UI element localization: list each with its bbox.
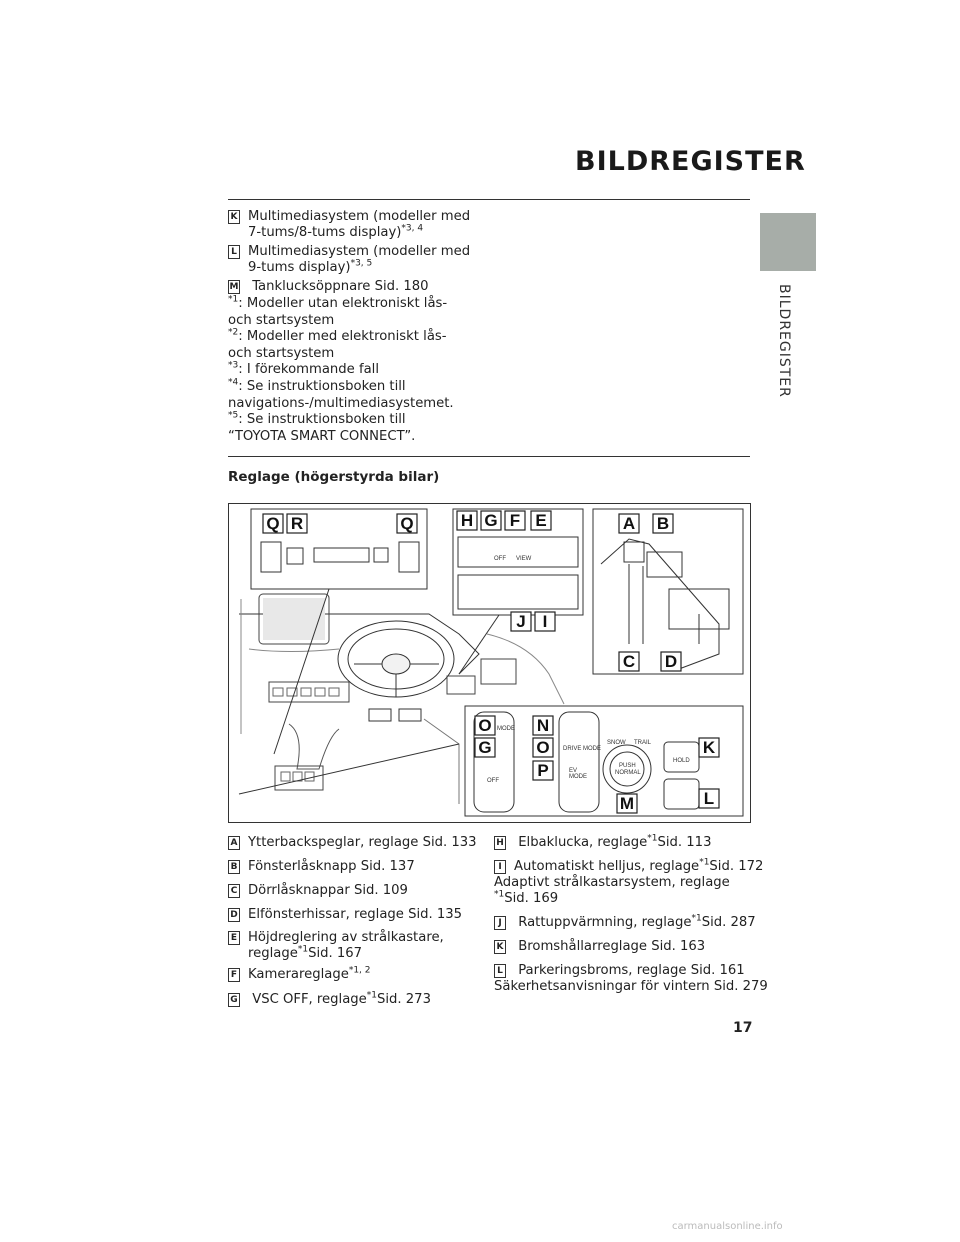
callout-letter: H (461, 511, 473, 530)
list-item: K Bromshållarreglage Sid. 163 (494, 939, 705, 955)
callout-box (286, 513, 308, 534)
list-item: J Rattuppvärmning, reglage*1Sid. 287 (494, 914, 756, 931)
letter-badge: K (494, 940, 506, 954)
callout-box (532, 760, 554, 781)
panel-drive-mode-label: DRIVE MODE (477, 726, 515, 732)
callout-letter: G (478, 738, 491, 757)
callout-letter: E (535, 511, 546, 530)
callout-box (510, 611, 532, 632)
panel-hold-label: HOLD (673, 758, 690, 764)
callout-box (618, 513, 640, 534)
callout-letter: G (484, 511, 497, 530)
callout-letter: J (516, 612, 525, 631)
panel-ev-label: EV (569, 768, 577, 774)
callout-box (530, 510, 552, 531)
callout-letter: C (623, 652, 635, 671)
callout-box (698, 788, 720, 809)
letter-badge: B (228, 860, 240, 874)
callout-letter: K (703, 738, 716, 757)
letter-badge: C (228, 884, 240, 898)
callout-letter: P (537, 761, 548, 780)
callout-box (532, 737, 554, 758)
letter-badge: F (228, 968, 240, 982)
panel-trail-label: TRAIL (634, 740, 652, 746)
callout-box (652, 513, 674, 534)
chapter-side-label: BILDREGISTER (776, 284, 792, 398)
controls-figure: DRIVE MODE DRIVE MODE OFF EV MODE SNOW T… (228, 503, 751, 823)
panel-push-label: PUSH (619, 763, 636, 769)
callout-letter: M (620, 794, 634, 813)
letter-badge: H (494, 836, 506, 850)
footnote: *4: Se instruktionsboken till navigation… (228, 377, 454, 411)
callout-letter: F (510, 511, 520, 530)
letter-badge: G (228, 993, 240, 1007)
callout-box (618, 651, 640, 672)
letter-badge: K (228, 210, 240, 224)
callout-letter: R (291, 514, 303, 533)
callout-letter: B (657, 514, 669, 533)
footnote: *5: Se instruktionsboken till “TOYOTA SM… (228, 410, 416, 444)
section-heading: Reglage (högerstyrda bilar) (228, 469, 440, 485)
callout-box (534, 611, 556, 632)
callout-box (480, 510, 502, 531)
cockpit-illustration: DRIVE MODE DRIVE MODE OFF EV MODE SNOW T… (238, 508, 744, 817)
chapter-tab (760, 213, 816, 271)
letter-badge: I (494, 860, 506, 874)
footer-watermark: carmanualsonline.info (672, 1221, 783, 1232)
callout-box (660, 651, 682, 672)
callout-box (504, 510, 526, 531)
list-item: G VSC OFF, reglage*1Sid. 273 (228, 991, 431, 1008)
page-title: BILDREGISTER (575, 146, 806, 177)
letter-badge: E (228, 931, 240, 945)
panel-mode-label: MODE (569, 774, 587, 780)
list-item: M Tanklucksöppnare Sid. 180 (228, 279, 429, 294)
letter-badge: M (228, 280, 240, 294)
panel-normal-label: NORMAL (615, 770, 641, 776)
callout-box (262, 513, 284, 534)
callout-box (474, 737, 496, 758)
footnote: *1: Modeller utan elektroniskt lås- och … (228, 294, 448, 328)
callout-box (456, 510, 478, 531)
letter-badge: A (228, 836, 240, 850)
panel-view-label: VIEW (516, 556, 532, 562)
section-rule (228, 456, 750, 457)
footnote: *2: Modeller med elektroniskt lås- och s… (228, 327, 447, 361)
callout-letter: N (537, 716, 549, 735)
callout-letter: O (536, 738, 549, 757)
list-item: H Elbaklucka, reglage*1Sid. 113 (494, 834, 711, 851)
letter-badge: D (228, 908, 240, 922)
panel-snow-label: SNOW (607, 740, 626, 746)
header-rule (228, 199, 750, 200)
callout-box (616, 793, 638, 814)
letter-badge: L (494, 964, 506, 978)
callout-letter: D (665, 652, 677, 671)
panel-off-label: OFF (487, 778, 499, 784)
panel-off-label: OFF (494, 556, 506, 562)
letter-badge: J (494, 916, 506, 930)
page-number: 17 (733, 1020, 753, 1036)
callout-box (474, 715, 496, 736)
footnote: *3: I förekommande fall (228, 360, 380, 377)
callout-box (396, 513, 418, 534)
callout-letter: L (704, 789, 714, 808)
callout-letter: A (623, 514, 635, 533)
callout-letter: Q (266, 514, 279, 533)
panel-drive-mode-label: DRIVE MODE (563, 746, 601, 752)
callout-letter: Q (400, 514, 413, 533)
letter-badge: L (228, 245, 240, 259)
callout-letter: I (543, 612, 548, 631)
callout-box (698, 737, 720, 758)
callout-letter: O (478, 716, 491, 735)
callout-box (532, 715, 554, 736)
